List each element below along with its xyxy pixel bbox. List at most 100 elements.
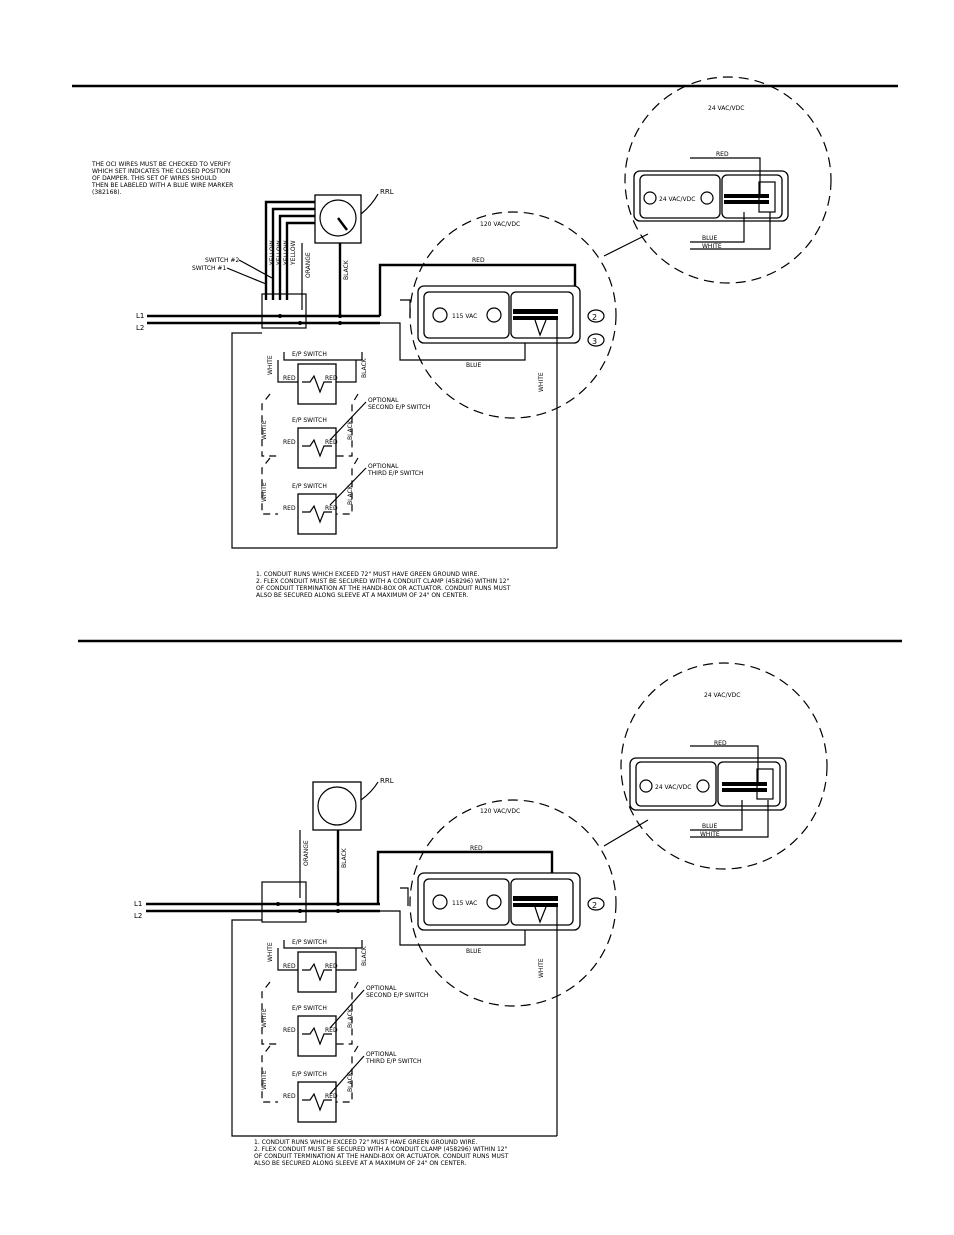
rrl-actuator-2: RRL (312, 777, 394, 831)
l2-label: L2 (136, 324, 144, 332)
footnote-1-b: 1. CONDUIT RUNS WHICH EXCEED 72" MUST HA… (254, 1139, 477, 1146)
svg-text:24 VAC/VDC: 24 VAC/VDC (659, 196, 695, 203)
svg-text:THIRD E/P SWITCH: THIRD E/P SWITCH (367, 470, 424, 477)
svg-text:24 VAC/VDC: 24 VAC/VDC (655, 784, 691, 791)
ep-switch-3: E/P SWITCH RED RED WHITE BLACK OPTIONAL … (261, 457, 424, 535)
svg-text:BLACK: BLACK (347, 1071, 354, 1092)
black-label-rrl: BLACK (343, 259, 350, 280)
svg-text:BLUE: BLUE (466, 948, 482, 955)
svg-text:RED: RED (470, 845, 483, 852)
svg-text:ORANGE: ORANGE (303, 840, 310, 866)
svg-text:THIRD E/P SWITCH: THIRD E/P SWITCH (365, 1058, 422, 1065)
svg-text:RED: RED (283, 963, 296, 970)
ep-switch-3-b: E/P SWITCH RED RED WHITE BLACK OPTIONAL … (261, 1045, 422, 1123)
ep-switch-1: E/P SWITCH RED RED WHITE BLACK (267, 351, 368, 405)
orange-label: ORANGE (305, 252, 312, 278)
svg-text:YELLOW: YELLOW (276, 240, 283, 266)
svg-text:BLACK: BLACK (361, 945, 368, 966)
svg-text:RED: RED (325, 1093, 338, 1100)
marker-2-b: 2 (587, 897, 605, 911)
ep-switch-2-b: E/P SWITCH RED RED WHITE BLACK OPTIONAL … (261, 981, 428, 1057)
svg-text:RED: RED (283, 1093, 296, 1100)
ep-switch-1-b: E/P SWITCH RED RED WHITE BLACK (267, 939, 368, 993)
junction-box-2 (261, 881, 307, 923)
svg-text:SECOND E/P SWITCH: SECOND E/P SWITCH (368, 404, 430, 411)
vac24-detail-circle (624, 76, 832, 284)
svg-text:2: 2 (592, 901, 597, 910)
svg-text:RED: RED (325, 505, 338, 512)
svg-text:OPTIONAL: OPTIONAL (366, 985, 397, 992)
svg-text:115 VAC: 115 VAC (452, 900, 477, 907)
svg-text:E/P SWITCH: E/P SWITCH (292, 351, 327, 358)
vac24-title: 24 VAC/VDC (708, 105, 744, 112)
svg-text:YELLOW: YELLOW (283, 240, 290, 266)
white-label-120: WHITE (538, 372, 545, 392)
svg-text:WHITE: WHITE (538, 958, 545, 978)
diagram-1: THE OCI WIRES MUST BE CHECKED TO VERIFY … (91, 76, 832, 599)
marker-3: 3 (587, 333, 605, 347)
blue-label-24: BLUE (702, 235, 718, 242)
svg-text:WHITE: WHITE (700, 831, 720, 838)
l1-label: L1 (136, 312, 144, 320)
svg-text:RED: RED (325, 439, 338, 446)
svg-text:BLUE: BLUE (702, 823, 718, 830)
svg-text:BLACK: BLACK (347, 484, 354, 505)
svg-text:RED: RED (283, 439, 296, 446)
svg-text:WHITE: WHITE (261, 1070, 268, 1090)
footnote-2-b: 2. FLEX CONDUIT MUST BE SECURED WITH A C… (254, 1146, 508, 1153)
svg-text:BLACK: BLACK (341, 847, 348, 868)
svg-text:115 VAC: 115 VAC (452, 313, 477, 320)
vac24-panel-2: 24 VAC/VDC (629, 757, 787, 811)
svg-text:24 VAC/VDC: 24 VAC/VDC (704, 692, 740, 699)
svg-text:WHITE: WHITE (267, 942, 274, 962)
svg-text:OPTIONAL: OPTIONAL (368, 397, 399, 404)
svg-text:RED: RED (283, 1027, 296, 1034)
svg-text:RED: RED (283, 375, 296, 382)
svg-text:BLACK: BLACK (347, 1007, 354, 1028)
svg-text:YELLOW: YELLOW (269, 240, 276, 266)
rrl-actuator: RRL (314, 188, 394, 244)
oci-note-line-2: WHICH SET INDICATES THE CLOSED POSITION (92, 168, 230, 175)
svg-text:E/P SWITCH: E/P SWITCH (292, 1005, 327, 1012)
svg-text:3: 3 (592, 337, 597, 346)
vac120-title: 120 VAC/VDC (480, 221, 520, 228)
footnote-2: 2. FLEX CONDUIT MUST BE SECURED WITH A C… (256, 578, 510, 585)
svg-text:RED: RED (325, 375, 338, 382)
rrl-label: RRL (380, 188, 394, 196)
footnote-3-b: OF CONDUIT TERMINATION AT THE HANDI-BOX … (254, 1153, 509, 1160)
oci-note-line-1: THE OCI WIRES MUST BE CHECKED TO VERIFY (91, 161, 231, 168)
oci-note-line-5: (382168). (92, 189, 122, 196)
switch-1-label: SWITCH #1 (192, 265, 226, 272)
red-label-24: RED (716, 151, 729, 158)
ep-switch-2: E/P SWITCH RED RED WHITE BLACK OPTIONAL … (261, 393, 430, 469)
svg-text:OPTIONAL: OPTIONAL (368, 463, 399, 470)
svg-text:YELLOW: YELLOW (290, 240, 297, 266)
white-label-24: WHITE (702, 243, 722, 250)
oci-note-line-3: OF DAMPER. THIS SET OF WIRES SHOULD (92, 175, 217, 182)
red-label-120: RED (472, 257, 485, 264)
vac24-detail-circle-2 (620, 662, 828, 870)
svg-text:OPTIONAL: OPTIONAL (366, 1051, 397, 1058)
junction-box (261, 293, 307, 329)
vac120-panel: 115 VAC (417, 285, 581, 344)
footnote-4-b: ALSO BE SECURED ALONG SLEEVE AT A MAXIMU… (254, 1160, 466, 1167)
svg-text:E/P SWITCH: E/P SWITCH (292, 939, 327, 946)
svg-text:WHITE: WHITE (267, 355, 274, 375)
svg-text:E/P SWITCH: E/P SWITCH (292, 1071, 327, 1078)
svg-text:SECOND E/P SWITCH: SECOND E/P SWITCH (366, 992, 428, 999)
svg-text:L2: L2 (134, 912, 142, 920)
switch-2-label: SWITCH #2 (205, 257, 239, 264)
diagram-2: RRL ORANGE BLACK L1 L2 RED BLUE 120 VAC/… (134, 662, 828, 1167)
svg-text:RED: RED (714, 740, 727, 747)
svg-text:120 VAC/VDC: 120 VAC/VDC (480, 808, 520, 815)
oci-note-line-4: THEN BE LABELED WITH A BLUE WIRE MARKER (91, 182, 233, 189)
svg-text:RRL: RRL (380, 777, 394, 785)
footnote-1: 1. CONDUIT RUNS WHICH EXCEED 72" MUST HA… (256, 571, 479, 578)
footnote-4: ALSO BE SECURED ALONG SLEEVE AT A MAXIMU… (256, 592, 468, 599)
svg-text:RED: RED (325, 1027, 338, 1034)
vac24-panel: 24 VAC/VDC (633, 170, 789, 222)
svg-text:RED: RED (325, 963, 338, 970)
svg-text:2: 2 (592, 313, 597, 322)
svg-text:RED: RED (283, 505, 296, 512)
